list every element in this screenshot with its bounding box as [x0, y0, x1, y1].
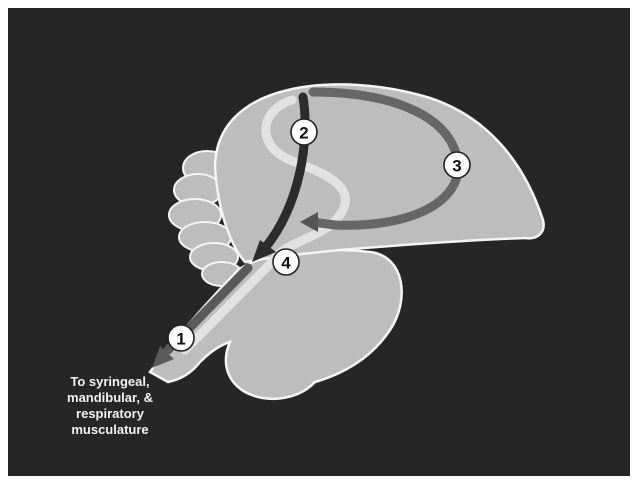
caption-line: respiratory	[30, 406, 190, 422]
caption-line: musculature	[30, 422, 190, 438]
output-caption: To syringeal, mandibular, & respiratory …	[30, 374, 190, 438]
forebrain	[215, 84, 544, 262]
caption-line: To syringeal,	[30, 374, 190, 390]
marker-4: 4	[273, 249, 299, 275]
svg-text:3: 3	[452, 157, 461, 176]
svg-text:1: 1	[176, 330, 185, 349]
marker-1: 1	[168, 325, 194, 351]
caption-line: mandibular, &	[30, 390, 190, 406]
svg-text:2: 2	[299, 124, 308, 143]
svg-text:4: 4	[281, 254, 291, 273]
marker-3: 3	[444, 152, 470, 178]
marker-2: 2	[291, 119, 317, 145]
